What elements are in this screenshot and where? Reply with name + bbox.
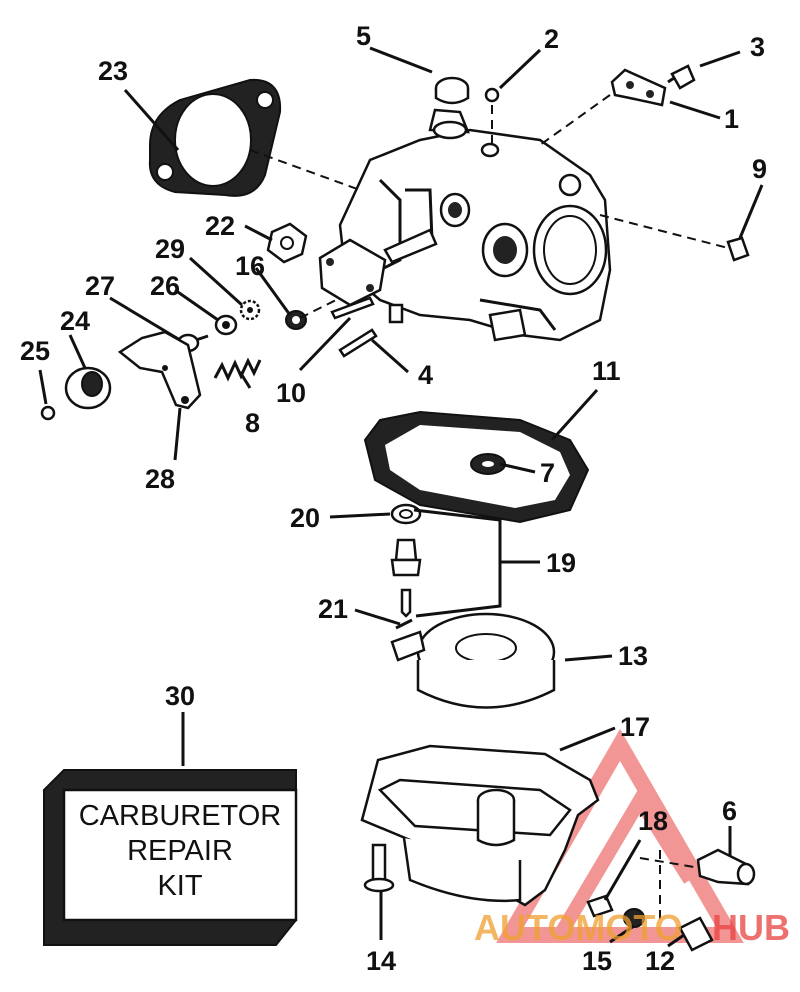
watermark-hub: HUB	[712, 907, 790, 948]
callout-8: 8	[245, 408, 260, 438]
part-29-lockwasher	[239, 299, 261, 321]
callout-16: 16	[235, 251, 265, 281]
part-24-roller	[64, 366, 112, 410]
kit-label-line2: REPAIR	[127, 835, 233, 867]
callout-11: 11	[592, 356, 621, 386]
callout-17: 17	[620, 712, 650, 742]
part-6-fitting	[696, 848, 756, 886]
callout-27: 27	[85, 271, 115, 301]
callout-20: 20	[290, 503, 320, 533]
callout-6: 6	[722, 796, 737, 826]
callout-12: 12	[645, 946, 675, 976]
watermark-text: AUTOMOTO HUB	[474, 907, 790, 948]
callout-1: 1	[724, 104, 739, 134]
kit-label-line1: CARBURETOR	[79, 800, 282, 832]
callout-13: 13	[618, 641, 648, 671]
part-14-screw	[363, 843, 395, 893]
part-19-needle-seat	[390, 538, 422, 577]
part-10-pin	[330, 296, 375, 320]
watermark-automoto: AUTOMOTO	[474, 907, 683, 948]
callout-18: 18	[638, 806, 668, 836]
part-17-float-bowl	[360, 744, 600, 907]
callout-26: 26	[150, 271, 180, 301]
callout-19: 19	[546, 548, 576, 578]
kit-label-line3: KIT	[157, 870, 202, 902]
carburetor-body	[318, 108, 612, 342]
part-30-repair-kit-box: CARBURETOR REPAIR KIT	[43, 769, 298, 946]
callout-22: 22	[205, 211, 235, 241]
callout-4: 4	[418, 360, 433, 390]
callout-9: 9	[752, 154, 767, 184]
part-21-needle	[400, 588, 412, 618]
part-7-washer	[470, 453, 506, 475]
callout-15: 15	[582, 946, 612, 976]
part-3-screw	[667, 64, 696, 90]
callout-3: 3	[750, 32, 765, 62]
callout-numbers: 5 2 3 1 9 23 22 16 29 26 27 24 25 8 10 4…	[20, 21, 767, 976]
callout-14: 14	[366, 946, 396, 976]
callout-24: 24	[60, 306, 90, 336]
part-28-lever	[117, 330, 202, 410]
part-8-spring	[213, 357, 262, 382]
callout-28: 28	[145, 464, 175, 494]
part-9-screw	[726, 236, 750, 262]
part-23-gasket	[148, 78, 282, 197]
callout-29: 29	[155, 234, 185, 264]
leader-lines	[38, 46, 764, 948]
callout-10: 10	[276, 378, 306, 408]
part-13-float	[390, 612, 556, 709]
callout-2: 2	[544, 24, 559, 54]
part-5-plug	[434, 76, 470, 105]
callout-21: 21	[318, 594, 348, 624]
callout-7: 7	[540, 458, 555, 488]
part-12-plug	[678, 916, 714, 952]
part-22-nut	[266, 222, 308, 264]
part-26-washer	[214, 314, 238, 336]
part-16-washer	[285, 310, 307, 330]
callout-25: 25	[20, 336, 50, 366]
callout-30: 30	[165, 681, 195, 711]
part-1-bracket	[610, 68, 667, 107]
part-20-washer	[390, 503, 422, 525]
callout-23: 23	[98, 56, 128, 86]
part-25-ring	[40, 405, 56, 421]
part-2-ball	[484, 87, 500, 103]
part-18-jet	[586, 894, 614, 918]
part-4-pin	[338, 328, 378, 358]
callout-5: 5	[356, 21, 371, 51]
